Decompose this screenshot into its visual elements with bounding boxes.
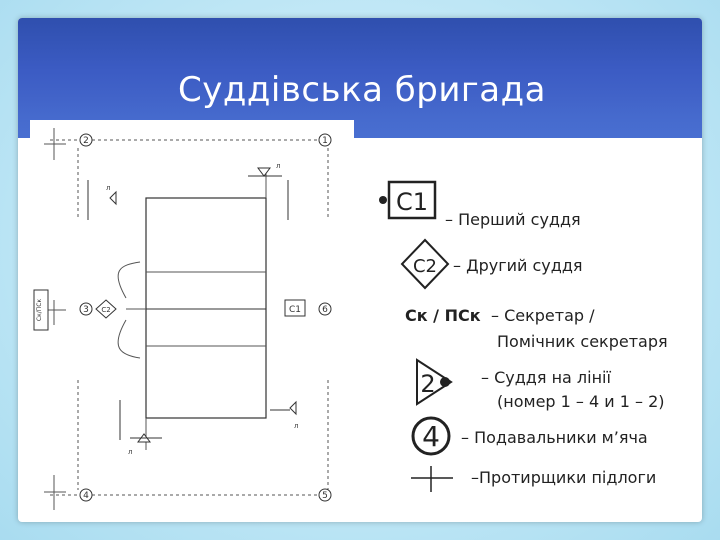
scorer-table — [33, 289, 49, 331]
c2-marker-label: C2 — [101, 306, 110, 314]
title-band — [18, 18, 702, 138]
scorer-text-2: Помічник секретаря — [497, 332, 668, 351]
content-panel: Суддівська бригада — [18, 18, 702, 522]
c1-marker-label: C1 — [289, 305, 301, 315]
scorer-abbr: Ск / ПСк — [405, 306, 481, 325]
line-judge-label-1: л — [276, 162, 280, 170]
line-judge-icon — [416, 358, 453, 406]
first-referee-symbol: C1 — [396, 188, 428, 216]
legend-icons: C1 C2 2 4 — [379, 180, 453, 492]
position-5-label: 5 — [322, 491, 328, 501]
legend: C1 C2 2 4 – Перший суддя – Другий суддя … — [373, 178, 702, 498]
scorer-text-1: – Секретар / — [491, 306, 595, 325]
line-judge-label-2: л — [106, 184, 110, 192]
line-judge-text-1: – Суддя на лінії — [481, 368, 611, 387]
court-diagram: 2 1 4 5 3 6 C1 C2 Ск/ПСк — [30, 120, 354, 516]
position-3-label: 3 — [83, 305, 89, 315]
ball-retriever-icon — [411, 416, 451, 456]
ball-retrievers-text: – Подавальники м’яча — [461, 428, 648, 447]
line-judge-label-4: л — [128, 448, 132, 456]
first-referee-text: – Перший суддя — [445, 210, 581, 229]
second-referee-icon — [400, 238, 450, 290]
first-referee-icon — [387, 180, 437, 220]
court-diagram-svg: 2 1 4 5 3 6 C1 C2 Ск/ПСк — [33, 128, 332, 510]
position-1-label: 1 — [322, 136, 328, 146]
position-6-label: 6 — [322, 305, 328, 315]
floor-wipers-text: –Протирщики підлоги — [471, 468, 657, 487]
c2-marker — [95, 299, 117, 319]
ball-retriever-symbol: 4 — [422, 420, 440, 453]
c1-dot-icon — [379, 196, 387, 204]
second-referee-text: – Другий суддя — [453, 256, 583, 275]
c1-marker — [284, 299, 306, 317]
line-judge-label-3: л — [294, 422, 298, 430]
line-judge-symbol: 2 — [420, 370, 435, 398]
position-4-label: 4 — [83, 491, 89, 501]
line-judge-text-2: (номер 1 – 4 и 1 – 2) — [497, 392, 665, 411]
scorer-table-label: Ск/ПСк — [36, 299, 43, 322]
line-judge-dot-icon — [440, 377, 450, 387]
slide-title: Суддівська бригада — [178, 70, 546, 110]
position-2-label: 2 — [83, 136, 89, 146]
second-referee-symbol: C2 — [413, 256, 437, 277]
